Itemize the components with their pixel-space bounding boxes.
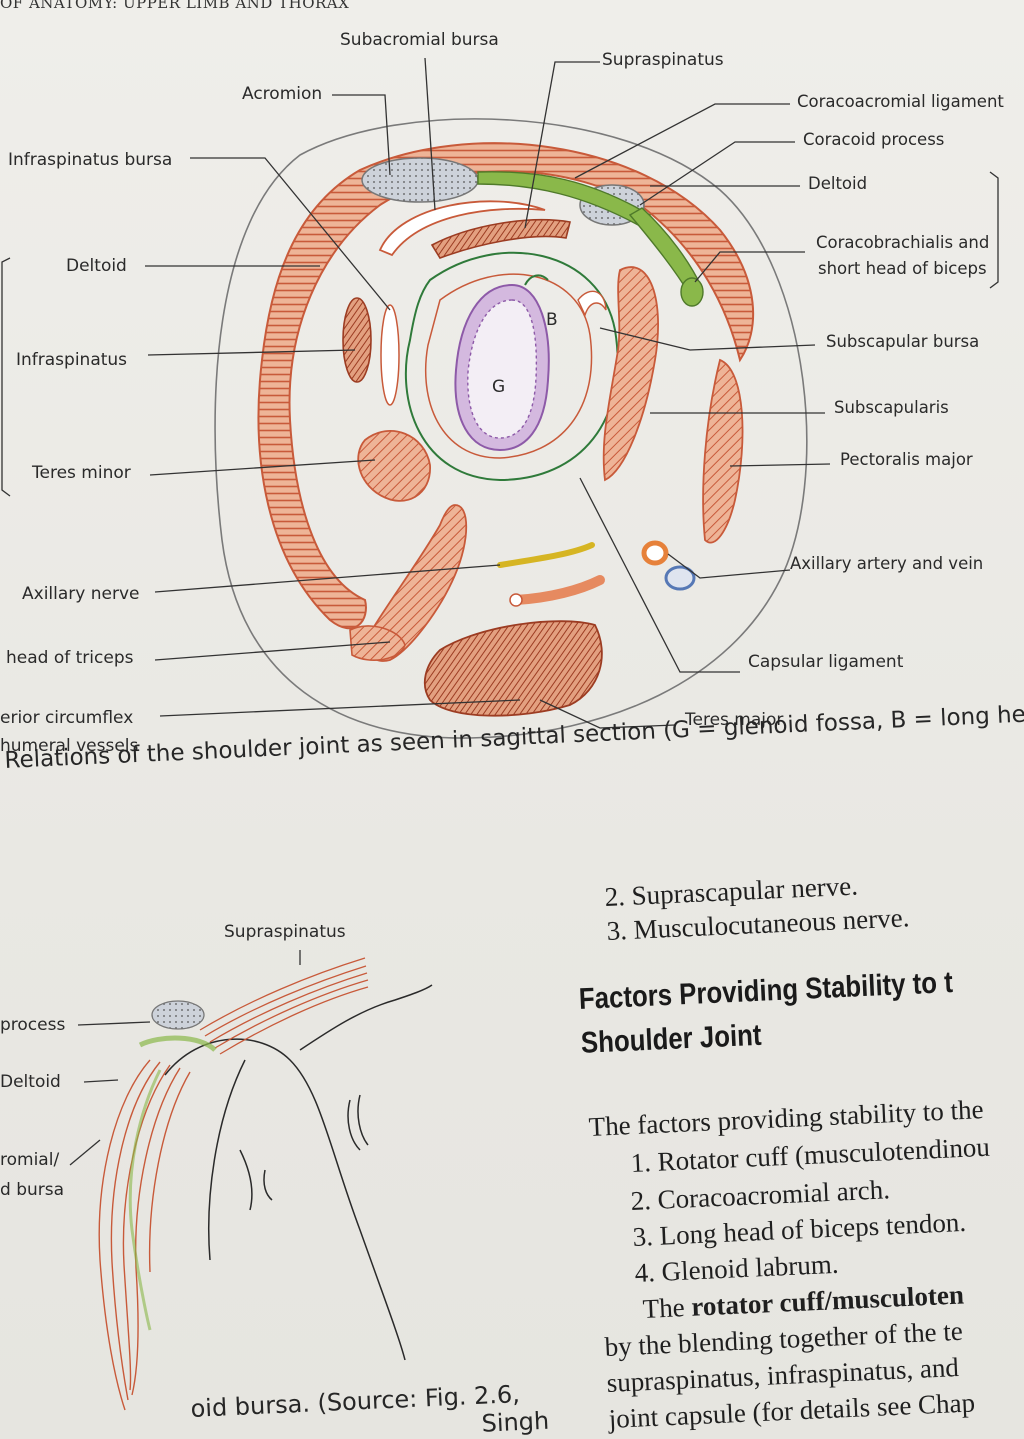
teres-minor-shape	[357, 430, 431, 502]
list-item-1: 1. Rotator cuff (musculotendinou	[630, 1131, 991, 1178]
label-pectoralis-major: Pectoralis major	[840, 450, 973, 469]
label2-process: process	[0, 1015, 66, 1035]
list-item-4: 4. Glenoid labrum.	[634, 1248, 840, 1288]
subscapularis-shape	[602, 266, 659, 482]
label2-deltoid: Deltoid	[0, 1072, 61, 1092]
teres-major-shape	[423, 620, 603, 717]
infraspinatus-shape	[342, 297, 372, 383]
label-deltoid-right: Deltoid	[808, 174, 868, 193]
label-capsular-ligament: Capsular ligament	[748, 652, 904, 672]
label-supraspinatus: Supraspinatus	[602, 50, 724, 70]
label-coracoid-process: Coracoid process	[803, 130, 945, 149]
label-coracoacromial-ligament: Coracoacromial ligament	[797, 92, 1004, 111]
figure2-source: oid bursa. (Source: Fig. 2.6, Singh	[190, 1380, 550, 1438]
label-subacromial-bursa: Subacromial bursa	[340, 30, 499, 50]
label2-supraspinatus: Supraspinatus	[224, 922, 346, 942]
label-coracobrachialis-2: short head of biceps	[818, 259, 987, 278]
label-infraspinatus: Infraspinatus	[16, 350, 128, 370]
label-g: G	[492, 377, 506, 397]
label-subscapular-bursa: Subscapular bursa	[826, 332, 980, 351]
list-item-2: 2. Coracoacromial arch.	[630, 1174, 891, 1216]
pectoralis-shape	[702, 358, 744, 544]
outline	[214, 118, 808, 739]
label-circumflex-1: erior circumflex	[0, 708, 134, 728]
infraspinatus-bursa-shape	[380, 304, 400, 406]
bursa-blob	[151, 1000, 205, 1030]
label-teres-major: Teres major	[685, 710, 784, 730]
subacromial-bursa-shape	[378, 200, 546, 257]
label-b: B	[546, 310, 558, 330]
circumflex-vessel-shape	[511, 575, 605, 605]
label-coracobrachialis-1: Coracobrachialis and	[816, 233, 990, 252]
axillary-vein-shape	[664, 565, 696, 591]
label-deltoid-left: Deltoid	[66, 256, 127, 276]
axillary-artery-shape	[641, 540, 669, 566]
running-header: OF ANATOMY: UPPER LIMB AND THORAX	[0, 0, 350, 12]
axillary-nerve-shape	[497, 542, 595, 568]
label-acromion: Acromion	[242, 84, 323, 104]
label-axillary-nerve: Axillary nerve	[22, 584, 140, 604]
label-circumflex-2: humeral vessels	[0, 736, 139, 756]
section-heading: Factors Providing Stability to t Shoulde…	[578, 966, 954, 1060]
capsule	[404, 251, 619, 482]
label-subscapularis: Subscapularis	[834, 398, 949, 417]
label2-romial: romial/	[0, 1150, 60, 1170]
label2-d-bursa: d bursa	[0, 1180, 65, 1200]
label-teres-minor: Teres minor	[32, 463, 131, 483]
sagittal-section-figure	[1, 57, 999, 739]
label-infraspinatus-bursa: Infraspinatus bursa	[8, 150, 173, 170]
supraspinatus-shape	[430, 218, 571, 259]
label-axillary-artery-vein: Axillary artery and vein	[790, 554, 984, 573]
acromion-blob	[361, 157, 479, 203]
label-head-of-triceps: head of triceps	[6, 648, 134, 668]
